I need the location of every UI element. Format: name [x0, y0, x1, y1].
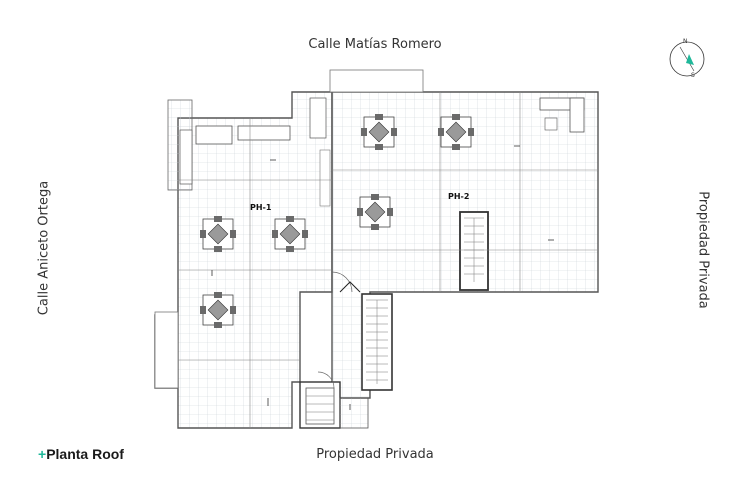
street-label-left: Calle Aniceto Ortega: [36, 180, 52, 316]
street-label-bottom: Propiedad Privada: [316, 447, 434, 462]
table-set: [199, 215, 237, 253]
table-set: [199, 291, 237, 329]
compass-icon: N S: [666, 38, 708, 80]
brand-name: Planta Roof: [46, 446, 124, 462]
table-set: [356, 193, 394, 231]
brand-logo: +Planta Roof: [38, 446, 124, 462]
brand-plus: +: [38, 446, 47, 462]
lower-stair-block: [299, 381, 341, 429]
table-set: [437, 113, 475, 151]
street-label-top: Calle Matías Romero: [308, 37, 442, 52]
table-set: [271, 215, 309, 253]
compass-south-label: S: [691, 72, 695, 79]
table-set: [360, 113, 398, 151]
street-label-right: Propiedad Privada: [695, 191, 711, 309]
compass-north-label: N: [683, 38, 688, 45]
ph2-label: PH-2: [448, 192, 469, 201]
ph1-label: PH-1: [250, 203, 272, 212]
